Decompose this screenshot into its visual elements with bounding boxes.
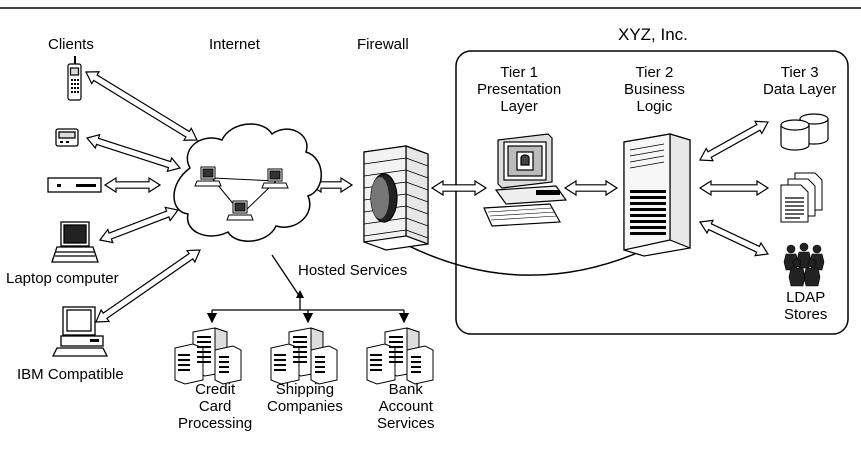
tier3-line-2: Data Layer <box>763 81 837 98</box>
tier3-label: Tier 3 Data Layer <box>763 64 836 98</box>
firewall-server-curved-arrow <box>386 234 657 276</box>
hosted-services-tree <box>206 254 410 324</box>
network-device-icon <box>47 177 102 193</box>
bank-line-3: Services <box>377 415 435 432</box>
credit-line-3: Processing <box>178 415 253 432</box>
credit-line-1: Credit <box>195 381 236 398</box>
credit-card-label: Credit Card Processing <box>178 381 252 432</box>
tier2-line-2: Business <box>624 81 685 98</box>
people-group-icon <box>783 242 825 287</box>
office-building-icon <box>174 327 242 385</box>
bank-label: Bank Account Services <box>377 381 435 432</box>
double-arrow-3 <box>103 176 162 194</box>
tier2-label: Tier 2 Business Logic <box>624 64 685 115</box>
pager-icon <box>55 128 79 147</box>
ldap-label: LDAP Stores <box>784 289 827 323</box>
internet-cloud-icon <box>173 123 322 242</box>
double-arrow-2 <box>85 133 182 173</box>
shipping-line-1: Shipping <box>275 381 335 398</box>
ldap-line-1: LDAP <box>786 289 826 306</box>
company-name: XYZ, Inc. <box>618 25 688 44</box>
laptop-label: Laptop computer <box>6 270 119 287</box>
server-tower-icon <box>623 133 691 257</box>
office-building-icon <box>270 327 338 385</box>
double-arrow-4 <box>98 206 180 244</box>
credit-line-2: Card <box>198 398 232 415</box>
ldap-line-2: Stores <box>784 306 828 323</box>
internet-column-label: Internet <box>209 36 260 53</box>
firewall-icon <box>363 145 429 251</box>
tier1-label: Tier 1 Presentation Layer <box>477 64 561 115</box>
tier3-line-1: Tier 3 <box>780 64 819 81</box>
firewall-column-label: Firewall <box>357 36 409 53</box>
double-arrow-11 <box>698 219 770 257</box>
tier1-line-1: Tier 1 <box>500 64 539 81</box>
hosted-services-label: Hosted Services <box>298 262 408 279</box>
laptop-icon <box>51 221 99 263</box>
tier1-line-3: Layer <box>500 98 538 115</box>
workstation-icon <box>483 133 568 227</box>
desktop-computer-icon <box>51 306 109 357</box>
tier2-line-3: Logic <box>636 98 673 115</box>
tier2-line-1: Tier 2 <box>635 64 674 81</box>
ibm-label: IBM Compatible <box>17 366 124 383</box>
bank-line-2: Account <box>378 398 433 415</box>
shipping-label: Shipping Companies <box>267 381 343 415</box>
office-building-icon <box>366 327 434 385</box>
double-arrow-10 <box>698 179 770 197</box>
database-icon <box>780 113 829 151</box>
company-boundary <box>455 50 849 335</box>
bank-line-1: Bank <box>388 381 423 398</box>
double-arrow-8 <box>563 179 619 197</box>
connection-arrows <box>85 71 770 323</box>
double-arrow-5 <box>95 249 201 323</box>
double-arrow-9 <box>699 120 769 162</box>
clients-column-label: Clients <box>48 36 94 53</box>
documents-icon <box>780 172 823 223</box>
cell-phone-icon <box>67 56 82 101</box>
double-arrow-1 <box>85 71 198 141</box>
shipping-line-2: Companies <box>267 398 343 415</box>
double-arrow-7 <box>430 179 488 197</box>
tier1-line-2: Presentation <box>477 81 562 98</box>
